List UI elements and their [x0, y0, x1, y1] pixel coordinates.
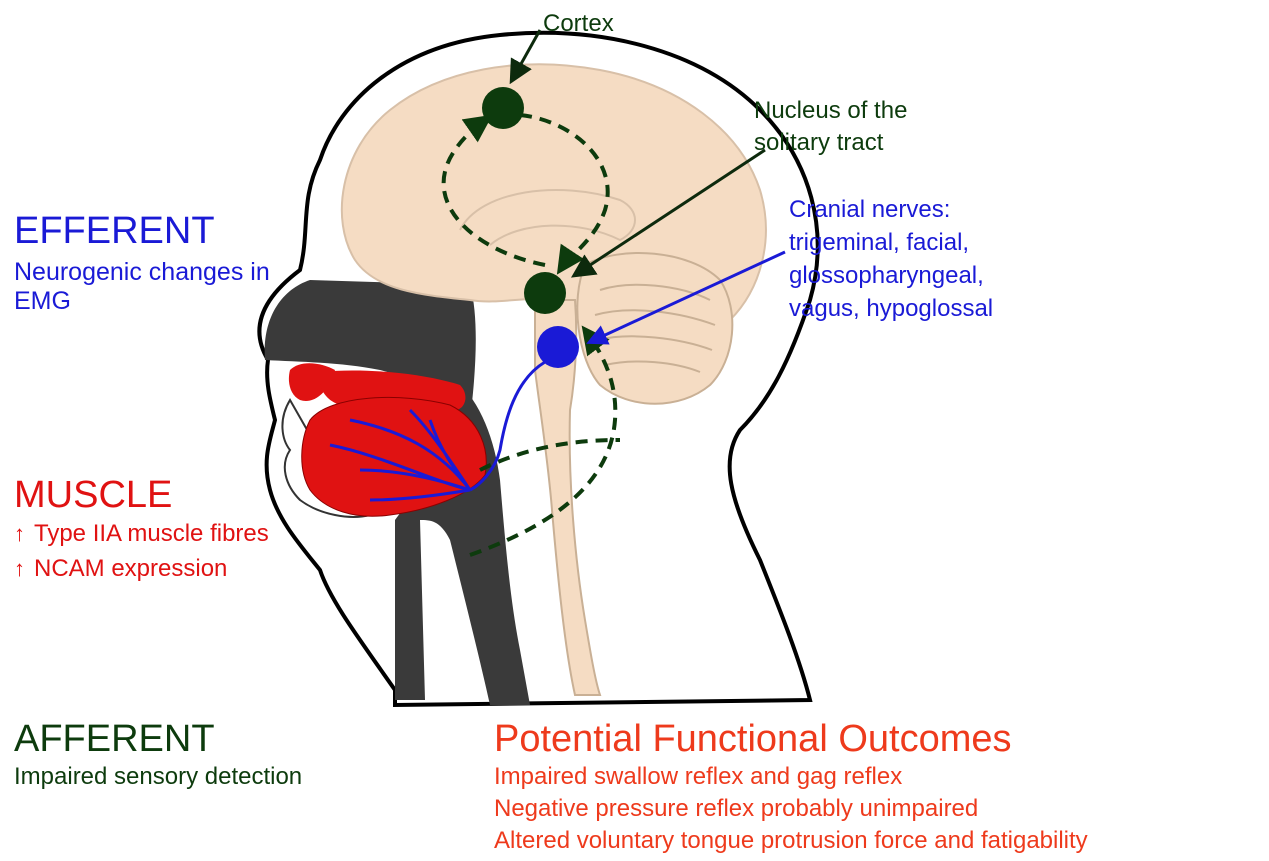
muscle-line-1-text: Type IIA muscle fibres: [34, 520, 269, 547]
cranial-label-line-1: Cranial nerves:: [789, 193, 993, 226]
muscle-line-2-text: NCAM expression: [34, 555, 227, 582]
increase-arrow-icon: ↑: [14, 521, 30, 546]
efferent-subtitle: Neurogenic changes in EMG: [14, 258, 314, 316]
afferent-subtitle: Impaired sensory detection: [14, 763, 302, 791]
efferent-title: EFFERENT: [14, 210, 215, 254]
cranial-label-line-3: glossopharyngeal,: [789, 259, 993, 292]
nts-node: [524, 272, 566, 314]
outcomes-title: Potential Functional Outcomes: [494, 718, 1012, 762]
nts-label-line-2: solitary tract: [754, 127, 907, 159]
cranial-label-line-4: vagus, hypoglossal: [789, 292, 993, 325]
cranial-label-line-2: trigeminal, facial,: [789, 226, 993, 259]
cerebellum: [577, 253, 732, 404]
muscle-line-type-iia: ↑Type IIA muscle fibres: [14, 520, 269, 548]
outcome-item: Negative pressure reflex probably unimpa…: [494, 795, 978, 823]
increase-arrow-icon: ↑: [14, 556, 30, 581]
muscle-title: MUSCLE: [14, 474, 172, 518]
nts-label-line-1: Nucleus of the: [754, 95, 907, 127]
outcome-item: Altered voluntary tongue protrusion forc…: [494, 827, 1088, 855]
cortex-label: Cortex: [543, 10, 614, 38]
outcome-item: Impaired swallow reflex and gag reflex: [494, 763, 902, 791]
muscle-line-ncam: ↑NCAM expression: [14, 555, 227, 583]
cortex-node: [482, 87, 524, 129]
afferent-title: AFFERENT: [14, 718, 215, 762]
cranial-nerves-label: Cranial nerves: trigeminal, facial, glos…: [789, 193, 993, 325]
nts-label: Nucleus of the solitary tract: [754, 95, 907, 160]
